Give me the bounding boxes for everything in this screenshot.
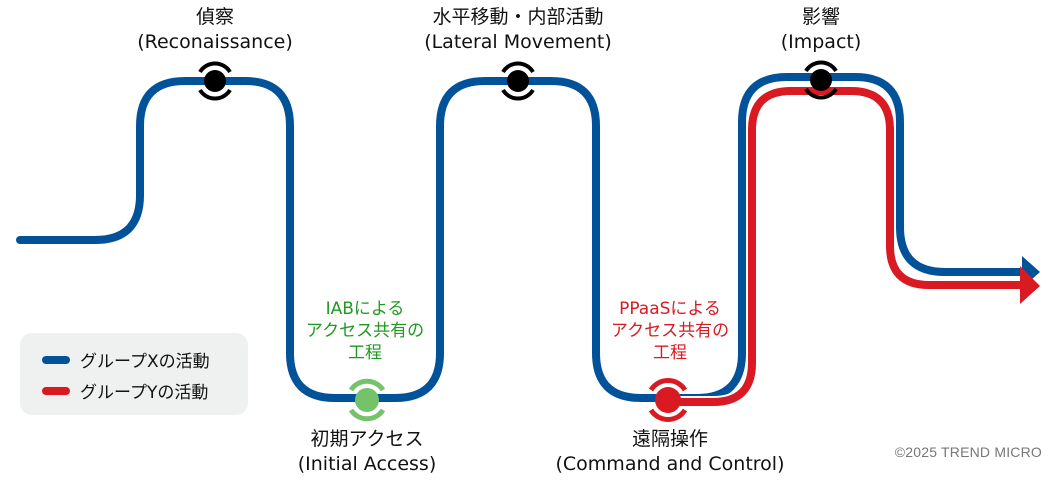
legend-label: グループYの活動 [80,383,209,403]
stage-label-initial-access: 初期アクセス (Initial Access) [262,427,472,477]
iab-access-sharing-note: IABによる アクセス共有の 工程 [290,298,440,364]
legend: グループXの活動 グループYの活動 [20,333,248,415]
reconnaissance-node-icon [198,61,232,101]
stage-jp: 影響 [801,6,840,28]
ppaas-access-sharing-note: PPaaSによる アクセス共有の 工程 [590,298,750,364]
note-line: アクセス共有の [305,321,425,341]
stage-label-reconnaissance: 偵察 (Reconaissance) [115,5,315,55]
stage-jp: 遠隔操作 [631,428,708,450]
impact-node-icon [804,60,838,100]
stage-label-command-and-control: 遠隔操作 (Command and Control) [530,427,810,477]
note-line: 工程 [348,343,382,363]
stage-jp: 初期アクセス [310,428,424,450]
group-y-arrow-icon [1020,266,1040,304]
lateral-movement-node-icon [501,61,535,101]
stage-label-lateral-movement: 水平移動・内部活動 (Lateral Movement) [398,5,638,55]
copyright-text: ©2025 TREND MICRO [894,444,1042,460]
note-line: 工程 [653,343,687,363]
stage-en: (Initial Access) [297,453,437,475]
legend-item-group-x: グループXの活動 [42,347,210,372]
group-x-swatch-icon [42,355,70,364]
stage-jp: 偵察 [195,6,234,28]
note-line: PPaaSによる [619,299,721,319]
stage-label-impact: 影響 (Impact) [741,5,901,55]
command-and-control-node-icon [648,378,688,422]
initial-access-node-icon [348,378,386,422]
stage-en: (Reconaissance) [137,31,293,53]
note-line: アクセス共有の [610,321,730,341]
stage-en: (Lateral Movement) [424,31,612,53]
note-line: IABによる [325,299,405,319]
legend-item-group-y: グループYの活動 [42,378,208,403]
group-y-swatch-icon [42,386,70,395]
stage-en: (Impact) [780,31,862,53]
stage-jp: 水平移動・内部活動 [432,6,604,28]
stage-en: (Command and Control) [555,453,785,475]
legend-label: グループXの活動 [80,352,210,372]
